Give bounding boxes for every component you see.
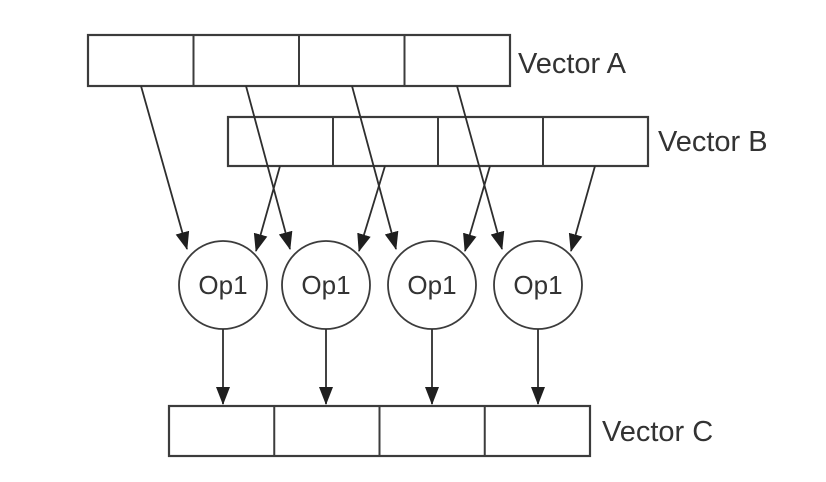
arrow-b2-to-op2 — [357, 165, 386, 252]
vector-a-register: Vector A — [86, 33, 627, 88]
arrow-a3-to-op3 — [351, 85, 399, 250]
op-node-1-label: Op1 — [198, 270, 247, 300]
arrow-b3-to-op3 — [463, 165, 491, 252]
arrow-b1-to-op1 — [253, 165, 281, 252]
op-nodes: Op1 Op1 Op1 Op1 — [178, 240, 583, 330]
arrow-a4-to-op4 — [456, 85, 505, 250]
arrow-b4-to-op4 — [568, 165, 596, 252]
vector-c-label: Vector C — [602, 416, 713, 448]
vector-b-register: Vector B — [226, 115, 768, 168]
op-to-vector-c-arrows — [216, 329, 545, 405]
op-node-2-label: Op1 — [301, 270, 350, 300]
arrow-a1-to-op1 — [140, 85, 190, 250]
vector-a-label: Vector A — [518, 48, 627, 80]
op-node-4-label: Op1 — [513, 270, 562, 300]
vector-b-to-op-arrows — [253, 165, 596, 252]
vector-c-register: Vector C — [167, 404, 713, 458]
vector-a-to-op-arrows — [140, 85, 505, 250]
arrow-a2-to-op2 — [245, 85, 293, 250]
op-node-3-label: Op1 — [407, 270, 456, 300]
vector-b-label: Vector B — [658, 126, 768, 158]
